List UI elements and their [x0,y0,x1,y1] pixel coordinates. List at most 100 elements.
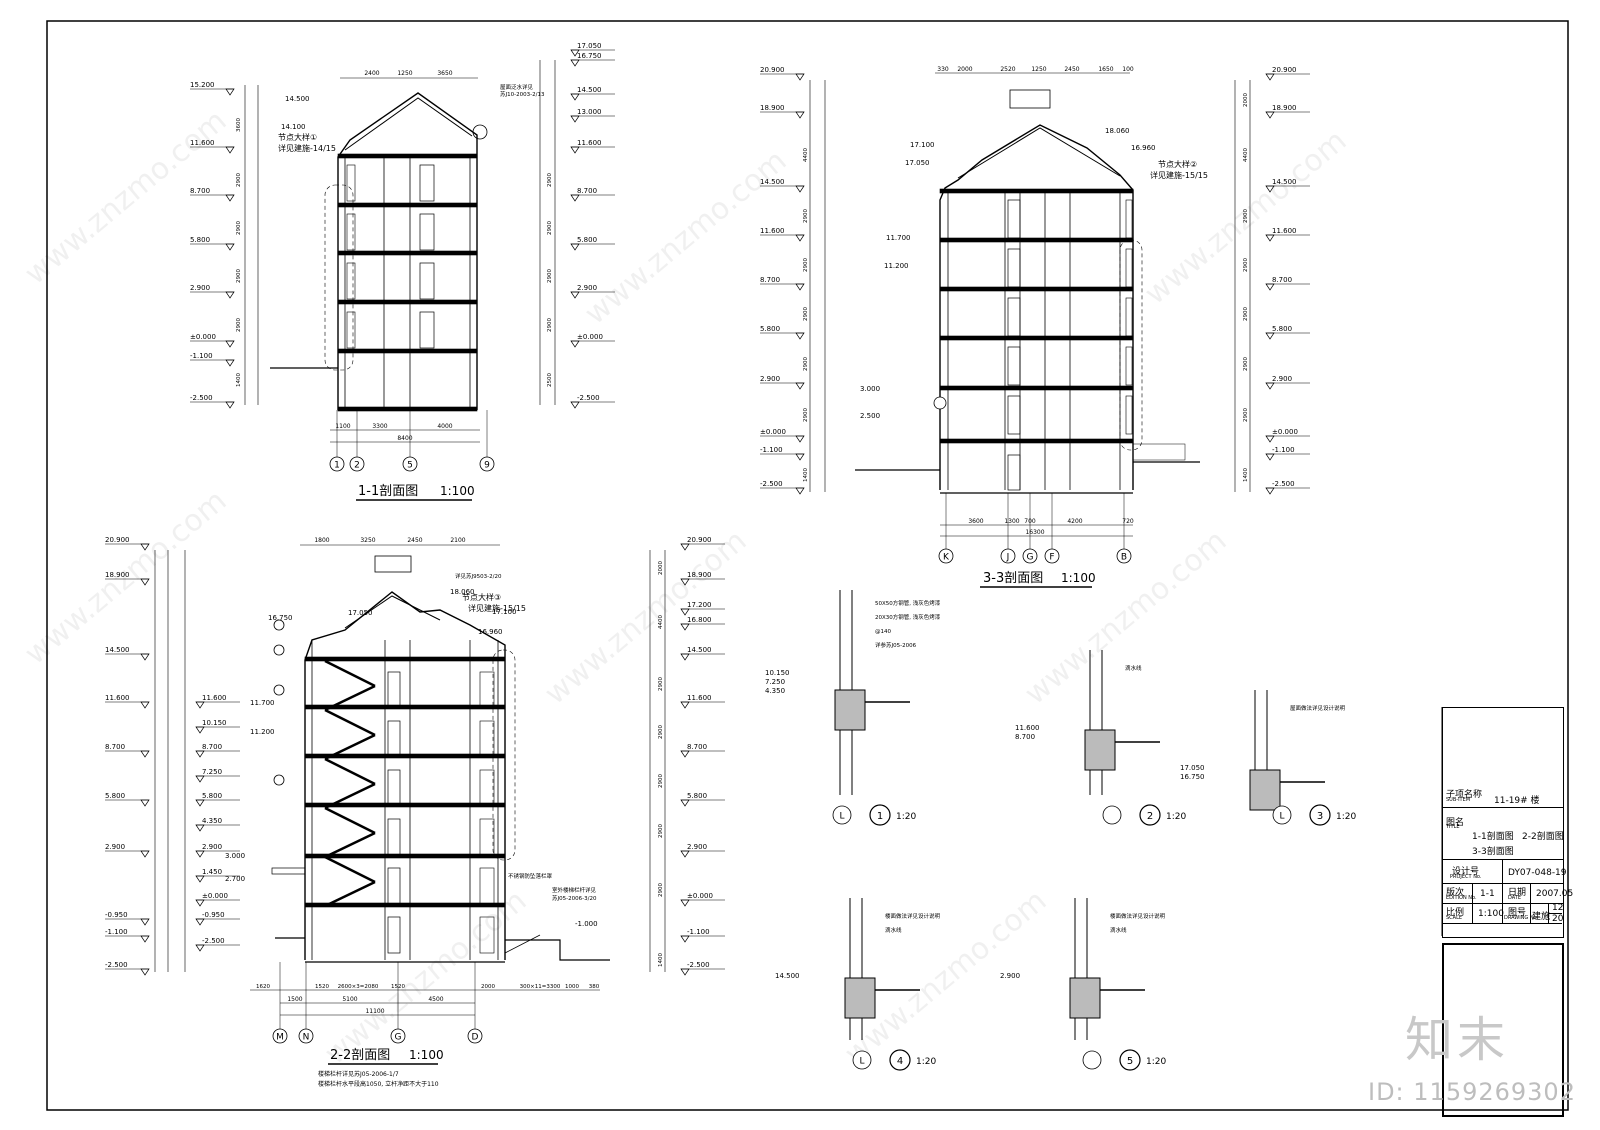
level-text: 17.050 [348,609,373,617]
dimension-text: 2900 [658,824,664,838]
level-text: 2.900 [1272,375,1292,383]
level-text: 17.200 [687,601,712,609]
level-text: 8.700 [687,743,707,751]
level-text: 14.100 [281,123,306,131]
note-text: 详见苏J9503-2/20 [455,572,502,580]
stair-flight [324,659,376,688]
level-marker [570,93,580,101]
title-block: 子项名称 SUB-ITEM 11-19# 楼 图名 TITLE 1-1剖面图 2… [1442,707,1573,938]
detail-callout [273,619,285,631]
detail-scale: 1:20 [1146,1057,1166,1067]
level-text: 18.900 [760,104,785,112]
drawing-title: 3-3剖面图 [1472,847,1514,857]
level-marker [795,283,805,291]
detail-number-bubble [1119,1049,1141,1071]
section-3-3: 20.90018.90014.50011.6008.7005.8002.900±… [760,66,1310,564]
level-text: ±0.000 [760,428,786,436]
level-text: -1.100 [687,928,710,936]
level-marker [570,146,580,154]
level-text: 8.700 [1272,276,1292,284]
edition-label: 版次 [1446,888,1465,898]
level-text: 2.900 [105,843,125,851]
level-marker [195,750,205,758]
note-text: 不锈钢防坠落栏罩 [508,872,553,880]
note-text: 楼面做法详见设计说明 [1110,912,1166,920]
window-opening [346,311,356,349]
note-text: 苏J05-2006-3/20 [552,894,597,902]
dimension-text: 1400 [803,468,809,482]
note-text: 苏J10-2003-2/13 [500,90,545,98]
dimension-text: 720 [1122,518,1134,525]
axis-label: 1 [334,461,340,471]
axis-label: 2 [354,461,360,471]
dimension-text: 1400 [658,953,664,967]
level-marker [570,401,580,409]
svg-text:1:100: 1:100 [440,484,475,498]
detail-number-bubble [1139,804,1161,826]
level-text: ±0.000 [1272,428,1298,436]
level-text: 20.900 [760,66,785,74]
detail-number: 3 [1317,811,1323,822]
stair-flight [324,684,376,712]
sheet-number: 12 [1552,903,1564,913]
detail-axis-bubble [1102,805,1122,825]
level-marker [680,850,690,858]
note-text: 50X50方钢管, 浅灰色烤漆 [875,599,941,607]
level-text: 11.200 [250,728,275,736]
stair-flight [324,708,376,737]
door-opening [419,311,435,349]
dimension-text: 5100 [342,996,357,1003]
level-text: 11.600 [190,139,215,147]
level-text: 3.000 [225,852,245,860]
axis-bubble [298,1028,314,1044]
level-text: 17.100 [910,141,935,149]
detail-number-bubble [889,1049,911,1071]
level-text: 14.500 [577,86,602,94]
dimension-text: 2900 [547,173,553,187]
note-text: 楼面做法详见设计说明 [885,912,941,920]
dimension-text: 2000 [957,66,972,73]
level-marker [795,382,805,390]
floor-slab [304,802,506,808]
axis-label: G [1027,553,1034,563]
chimney [1009,89,1051,109]
level-marker [1265,487,1275,495]
level-marker [570,340,580,348]
detail-boundary [324,184,354,371]
level-text: 16.960 [1131,144,1156,152]
window-opening [479,916,495,954]
level-text: -0.950 [105,911,128,919]
level-text: 16.750 [1180,773,1205,781]
level-marker [680,935,690,943]
level-text: 16.800 [687,616,712,624]
level-text: -2.500 [202,937,225,945]
level-text: 8.700 [1015,733,1035,741]
detail-number: 5 [1127,1056,1133,1067]
dimension-text: 2900 [658,774,664,788]
svg-text:1:100: 1:100 [409,1048,444,1062]
level-text: 17.100 [492,608,517,616]
axis-bubble [272,1028,288,1044]
dimension-text: 2900 [658,677,664,691]
axis-label: B [1121,553,1127,563]
axis-label: F [1049,553,1054,563]
drawing-title: 2-2剖面图 [1522,832,1564,842]
dimension-text: 2900 [1243,307,1249,321]
detail-axis-bubble [1272,805,1292,825]
level-marker [570,243,580,251]
scale-en: SCALE [1446,915,1463,921]
level-text: 8.700 [202,743,222,751]
dimension-text: 3600 [236,118,242,132]
door-opening [419,213,435,251]
section-1-1: 15.20011.6008.7005.8002.900±0.000-1.100-… [190,42,615,472]
floor-slab [304,853,506,859]
level-marker [1265,234,1275,242]
level-marker [680,653,690,661]
level-marker [140,701,150,709]
dimension-text: 2900 [1243,408,1249,422]
level-text: 11.600 [1015,724,1040,732]
title-label: 图名 [1446,818,1465,828]
svg-text:楼梯栏杆水平段高1050, 立杆净距不大于110: 楼梯栏杆水平段高1050, 立杆净距不大于110 [318,1080,439,1088]
stair-flight [324,831,376,859]
level-marker [570,291,580,299]
